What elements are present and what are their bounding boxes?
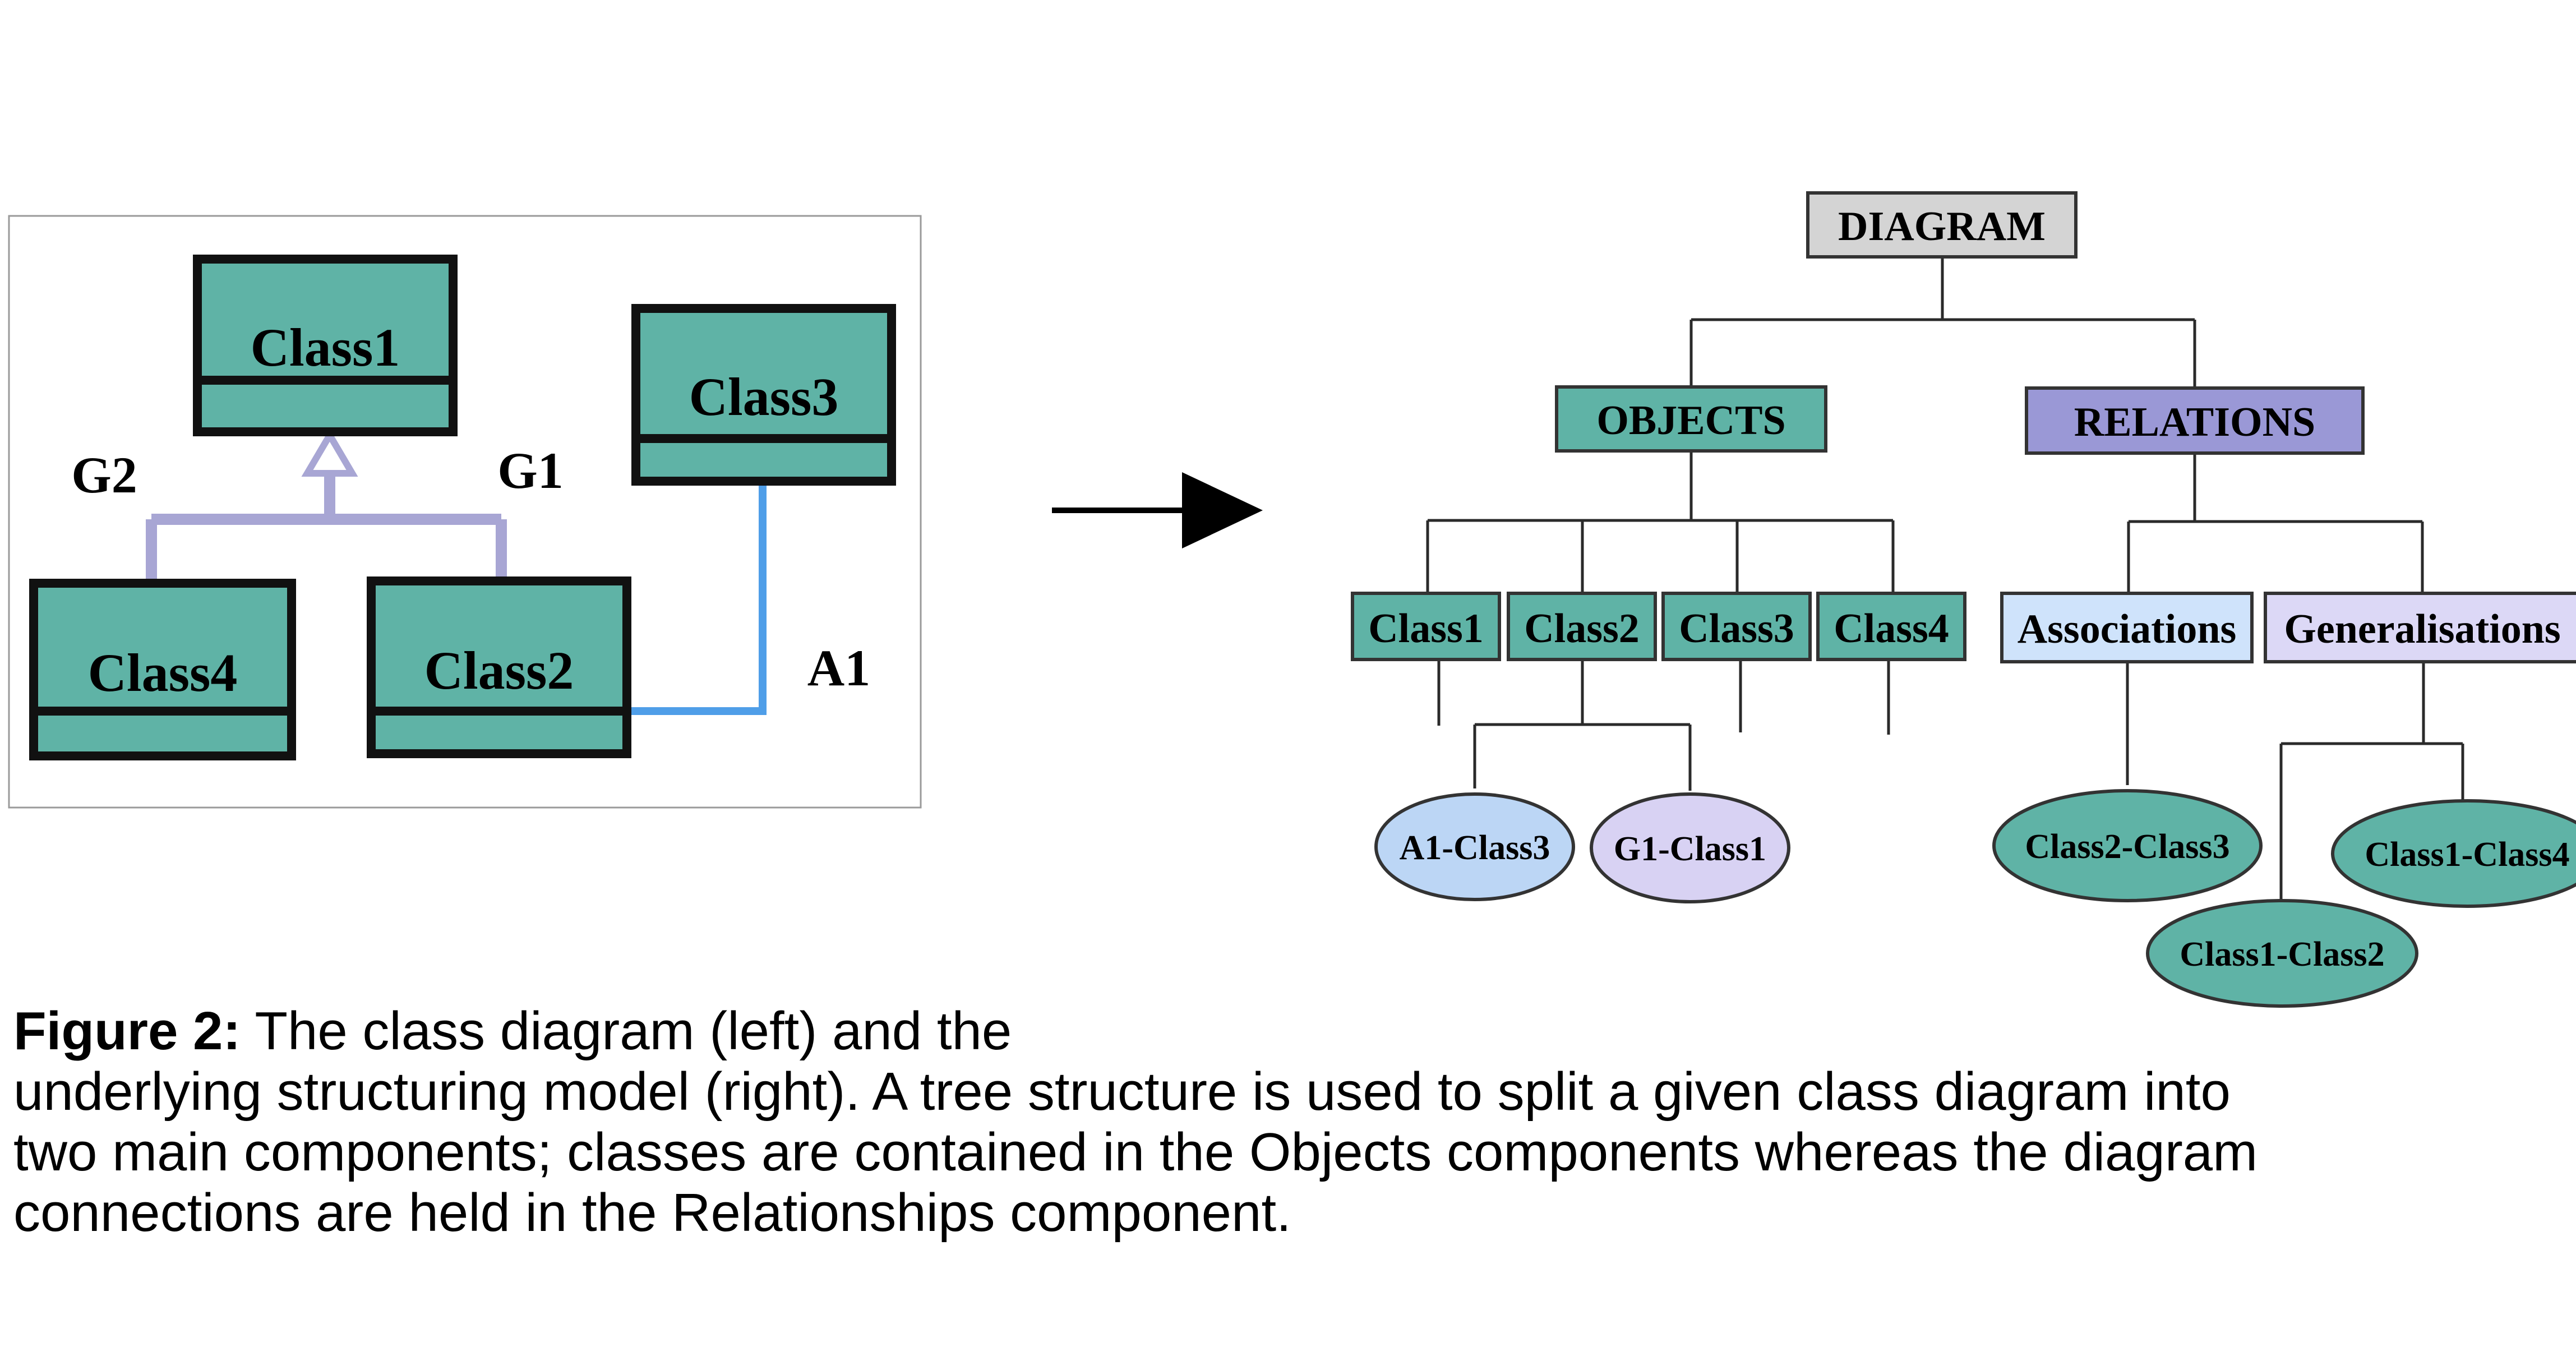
tree-node-class2: Class2 <box>1507 592 1657 661</box>
tree-node-generalisations: Generalisations <box>2264 592 2576 663</box>
tree-node-diagram-label: DIAGRAM <box>1838 204 2046 250</box>
tree-node-relations-label: RELATIONS <box>2074 399 2315 445</box>
structure-tree: DIAGRAM OBJECTS RELATIONS Class1 Class2 <box>1351 191 2576 1008</box>
tree-node-class4-label: Class4 <box>1834 606 1949 652</box>
uml-class-class4-label: Class4 <box>88 643 238 703</box>
tree-node-diagram: DIAGRAM <box>1806 191 2078 259</box>
tree-node-generalisations-label: Generalisations <box>2284 606 2560 652</box>
edge-label-g1: G1 <box>497 442 564 499</box>
caption-figure-label: Figure 2: <box>13 1001 241 1061</box>
tree-leaf-class1-class2-label: Class1-Class2 <box>2180 935 2384 974</box>
uml-class-class3: Class3 <box>631 304 896 486</box>
tree-node-relations: RELATIONS <box>2025 386 2365 455</box>
tree-node-class1-label: Class1 <box>1368 606 1484 652</box>
generalisation-arrowhead <box>301 428 358 477</box>
uml-class-class1: Class1 <box>193 255 458 436</box>
tree-node-associations: Associations <box>2000 592 2254 663</box>
uml-class-class4: Class4 <box>29 579 296 760</box>
tree-connectors <box>1426 257 2464 901</box>
tree-node-class4: Class4 <box>1816 592 1966 661</box>
tree-node-associations-label: Associations <box>2018 606 2237 652</box>
uml-class-class1-label: Class1 <box>251 317 400 377</box>
association-edge-a1 <box>622 478 767 715</box>
caption-line-3: two main components; classes are contain… <box>13 1122 2258 1182</box>
tree-node-class3: Class3 <box>1661 592 1812 661</box>
generalisation-edges <box>146 471 507 583</box>
tree-node-class3-label: Class3 <box>1679 606 1794 652</box>
figure-caption: Figure 2: The class diagram (left) and t… <box>13 1001 2559 1243</box>
tree-node-objects: OBJECTS <box>1555 385 1827 453</box>
tree-node-class2-label: Class2 <box>1524 606 1640 652</box>
tree-leaf-class1-class4: Class1-Class4 <box>2331 799 2576 908</box>
tree-node-class1: Class1 <box>1351 592 1501 661</box>
uml-class-class2-label: Class2 <box>424 640 574 700</box>
tree-leaf-class2-class3-label: Class2-Class3 <box>2025 828 2229 866</box>
caption-line-4: connections are held in the Relationship… <box>13 1183 1291 1243</box>
tree-node-objects-label: OBJECTS <box>1596 398 1785 444</box>
tree-leaf-a1-class3-label: A1-Class3 <box>1400 829 1550 867</box>
edge-label-a1: A1 <box>807 639 870 697</box>
edge-label-g2: G2 <box>71 446 137 504</box>
uml-class-class2: Class2 <box>367 576 631 758</box>
caption-line-1: Figure 2: The class diagram (left) and t… <box>13 1001 2559 1062</box>
tree-leaf-class2-class3: Class2-Class3 <box>1992 789 2263 902</box>
tree-leaf-a1-class3: A1-Class3 <box>1374 792 1575 901</box>
tree-leaf-class1-class2: Class1-Class2 <box>2146 899 2418 1008</box>
caption-line-2: underlying structuring model (right). A … <box>13 1062 2231 1122</box>
caption-line-1-text: The class diagram (left) and the <box>241 1001 1012 1061</box>
transform-arrow <box>1052 472 1263 548</box>
tree-leaf-class1-class4-label: Class1-Class4 <box>2365 836 2569 874</box>
tree-leaf-g1-class1-label: G1-Class1 <box>1614 830 1766 868</box>
uml-class-class3-label: Class3 <box>689 367 839 427</box>
class-diagram: Class1 Class3 Class4 Class2 G2 <box>8 215 922 809</box>
tree-leaf-g1-class1: G1-Class1 <box>1590 792 1790 903</box>
